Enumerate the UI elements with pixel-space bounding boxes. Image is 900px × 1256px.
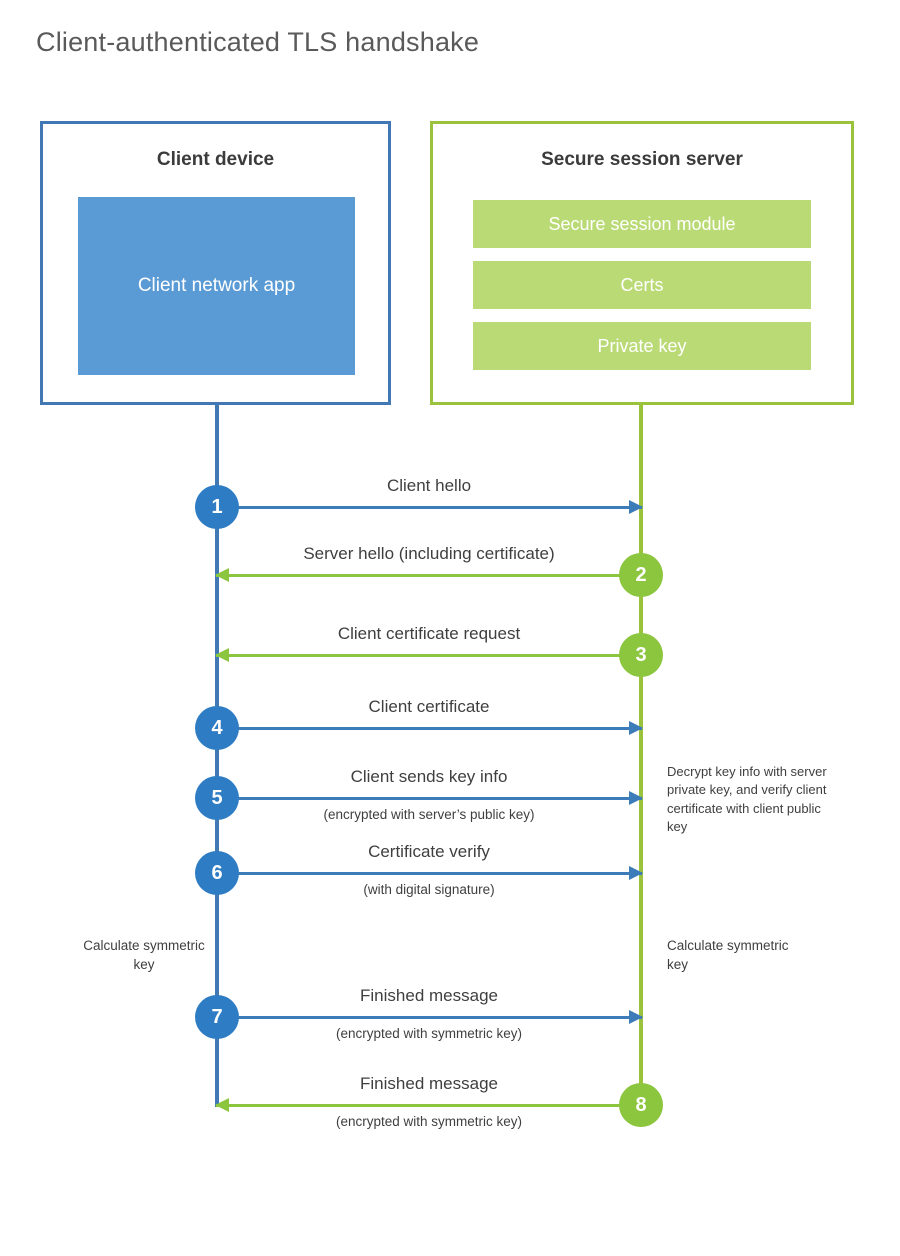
- message-line-7: [217, 1016, 642, 1019]
- message-line-6: [217, 872, 642, 875]
- message-label-5: Client sends key info: [350, 767, 508, 786]
- arrowhead-right-icon: [629, 791, 643, 805]
- message-label-1: Client hello: [386, 476, 472, 495]
- message-sublabel-8: (encrypted with symmetric key): [335, 1114, 523, 1129]
- step-circle-8[interactable]: 8: [619, 1083, 663, 1127]
- client-device-title: Client device: [156, 149, 275, 170]
- server-decrypt-note: Decrypt key info with server private key…: [667, 764, 827, 835]
- arrowhead-right-icon: [629, 866, 643, 880]
- arrowhead-right-icon: [629, 1010, 643, 1024]
- message-line-8: [216, 1104, 641, 1107]
- server-calculate-symmetric-key-note: Calculate symmetric key: [667, 938, 789, 973]
- message-line-2: [216, 574, 641, 577]
- step-circle-3[interactable]: 3: [619, 633, 663, 677]
- message-label-3: Client certificate request: [337, 624, 521, 643]
- client-calculate-symmetric-key-note: Calculate symmetric key: [83, 938, 205, 973]
- step-circle-1[interactable]: 1: [195, 485, 239, 529]
- message-sublabel-7: (encrypted with symmetric key): [335, 1026, 523, 1041]
- message-line-5: [217, 797, 642, 800]
- step-circle-4[interactable]: 4: [195, 706, 239, 750]
- message-line-4: [217, 727, 642, 730]
- server-component-certs: Certs: [473, 261, 811, 309]
- client-network-app-box: Client network app: [78, 197, 355, 375]
- step-circle-7[interactable]: 7: [195, 995, 239, 1039]
- message-line-3: [216, 654, 641, 657]
- server-components-list: Secure session module Certs Private key: [473, 200, 811, 383]
- arrowhead-right-icon: [629, 500, 643, 514]
- arrowhead-right-icon: [629, 721, 643, 735]
- client-lifeline: [215, 405, 219, 1107]
- secure-session-server-title: Secure session server: [541, 149, 743, 170]
- server-component-private-key: Private key: [473, 322, 811, 370]
- client-device-box: Client device Client network app: [40, 121, 391, 405]
- server-lifeline: [639, 405, 643, 1107]
- message-label-4: Client certificate: [368, 697, 490, 716]
- page-title: Client-authenticated TLS handshake: [36, 27, 480, 57]
- step-circle-6[interactable]: 6: [195, 851, 239, 895]
- message-label-7: Finished message: [360, 986, 498, 1005]
- message-sublabel-6: (with digital signature): [363, 882, 495, 897]
- message-label-6: Certificate verify: [368, 842, 490, 861]
- server-component-secure-session-module: Secure session module: [473, 200, 811, 248]
- arrowhead-left-icon: [215, 568, 229, 582]
- message-sublabel-5: (encrypted with server’s public key): [323, 807, 535, 822]
- arrowhead-left-icon: [215, 648, 229, 662]
- message-label-8: Finished message: [360, 1074, 498, 1093]
- secure-session-server-box: Secure session server Secure session mod…: [430, 121, 854, 405]
- step-circle-5[interactable]: 5: [195, 776, 239, 820]
- step-circle-2[interactable]: 2: [619, 553, 663, 597]
- arrowhead-left-icon: [215, 1098, 229, 1112]
- message-line-1: [217, 506, 642, 509]
- message-label-2: Server hello (including certificate): [303, 544, 555, 563]
